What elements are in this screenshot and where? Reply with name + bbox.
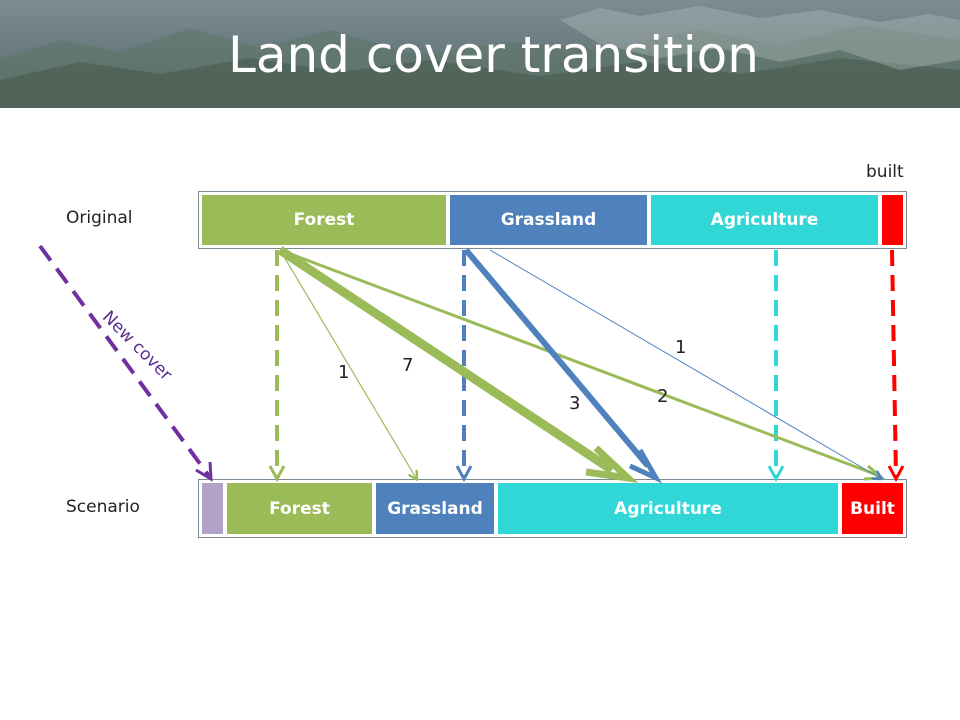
grassland-to-agriculture-arrow (463, 248, 651, 468)
forest-to-grassland-arrow (279, 249, 416, 478)
flow-label-forest-to-built: 2 (657, 386, 669, 407)
built-stays-arrowhead (887, 465, 905, 483)
forest-stays-arrowhead (268, 465, 286, 483)
original-forest-segment: Forest (200, 193, 448, 247)
new-cover-arrow (38, 244, 211, 478)
original-row-label: Original (66, 208, 133, 228)
forest-to-agriculture-arrow (277, 246, 615, 474)
mountain-backdrop (0, 6, 960, 108)
grassland-to-built-arrow (489, 249, 880, 478)
flow-label-forest-to-grassland: 1 (338, 362, 350, 383)
forest-to-agriculture-arrowhead (585, 445, 639, 484)
flow-label-grassland-to-built: 1 (675, 337, 687, 358)
scenario-bar-outline (198, 479, 907, 538)
original-agriculture-segment: Agriculture (649, 193, 880, 247)
original-bar-outline (198, 191, 907, 249)
scenario-built-segment: Built (840, 481, 905, 536)
original-built-segment (880, 193, 905, 247)
agriculture-stays-arrowhead (767, 465, 785, 483)
scenario-grassland-segment: Grassland (374, 481, 496, 536)
scenario-new-cover-segment (200, 481, 225, 536)
flow-label-grassland-to-agriculture: 3 (569, 393, 581, 414)
scenario-row-label: Scenario (66, 497, 140, 517)
flow-label-forest-to-agriculture: 7 (402, 355, 414, 376)
built-stays-arrow (890, 249, 898, 477)
grassland-stays-arrowhead (455, 465, 473, 483)
forest-to-built-arrow (279, 248, 881, 478)
title-banner: Land cover transition (0, 0, 960, 108)
new-cover-arrowhead (195, 461, 213, 482)
original-grassland-segment: Grassland (448, 193, 649, 247)
page-title: Land cover transition (228, 26, 759, 84)
scenario-agriculture-segment: Agriculture (496, 481, 840, 536)
scenario-forest-segment: Forest (225, 481, 374, 536)
built-top-label: built (866, 162, 904, 182)
grassland-to-agriculture-arrowhead (628, 448, 663, 484)
